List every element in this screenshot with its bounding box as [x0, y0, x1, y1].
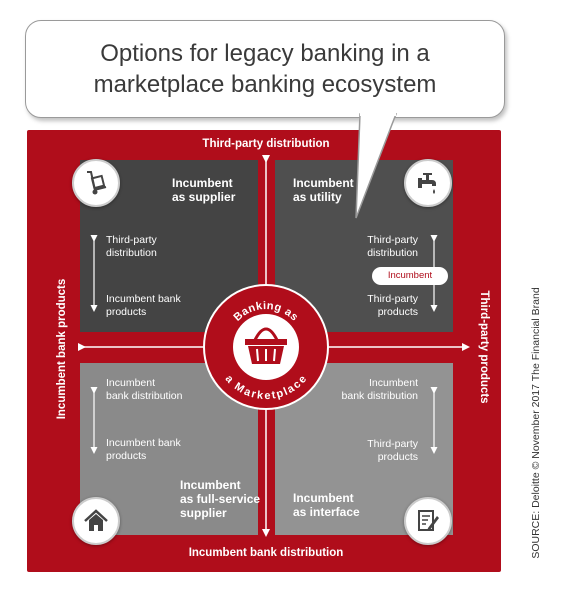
hand-truck-icon: [72, 159, 120, 207]
label-third-party-distribution: Third-party distribution: [367, 234, 418, 259]
axis-label-right: Third-party products: [478, 290, 490, 404]
shopping-basket-icon: [245, 327, 287, 364]
label-incumbent-bank-distribution: Incumbent bank distribution: [341, 377, 418, 402]
quadrant-title-interface: Incumbent as interface: [293, 491, 360, 519]
document-edit-icon: [404, 497, 452, 545]
quadrant-title-utility: Incumbent as utility: [293, 176, 354, 204]
label-third-party-products: Third-party products: [367, 438, 418, 463]
source-credit: SOURCE: Deloitte © November 2017 The Fin…: [530, 287, 542, 559]
axis-label-bottom: Incumbent bank distribution: [188, 547, 344, 559]
page-title: Options for legacy banking in a marketpl…: [93, 40, 437, 98]
label-incumbent-bank-distribution: Incumbent bank distribution: [106, 377, 183, 402]
bubble-pointer: [355, 113, 398, 219]
quadrant-title-supplier: Incumbent as supplier: [172, 176, 236, 204]
banking-marketplace-badge: Banking as a Marketplace: [203, 284, 329, 410]
title-bubble: Options for legacy banking in a marketpl…: [25, 20, 505, 118]
label-third-party-distribution: Third-party distribution: [106, 234, 157, 259]
incumbent-badge: Incumbent: [372, 267, 448, 285]
axis-label-top: Third-party distribution: [202, 138, 330, 150]
label-incumbent-bank-products: Incumbent bank products: [106, 293, 181, 318]
label-third-party-products: Third-party products: [367, 293, 418, 318]
axis-label-left: Incumbent bank products: [56, 278, 68, 420]
label-incumbent-bank-products: Incumbent bank products: [106, 437, 181, 462]
house-icon: [72, 497, 120, 545]
water-tap-icon: [404, 159, 452, 207]
quadrant-title-full-service-supplier: Incumbent as full-service supplier: [180, 478, 261, 520]
